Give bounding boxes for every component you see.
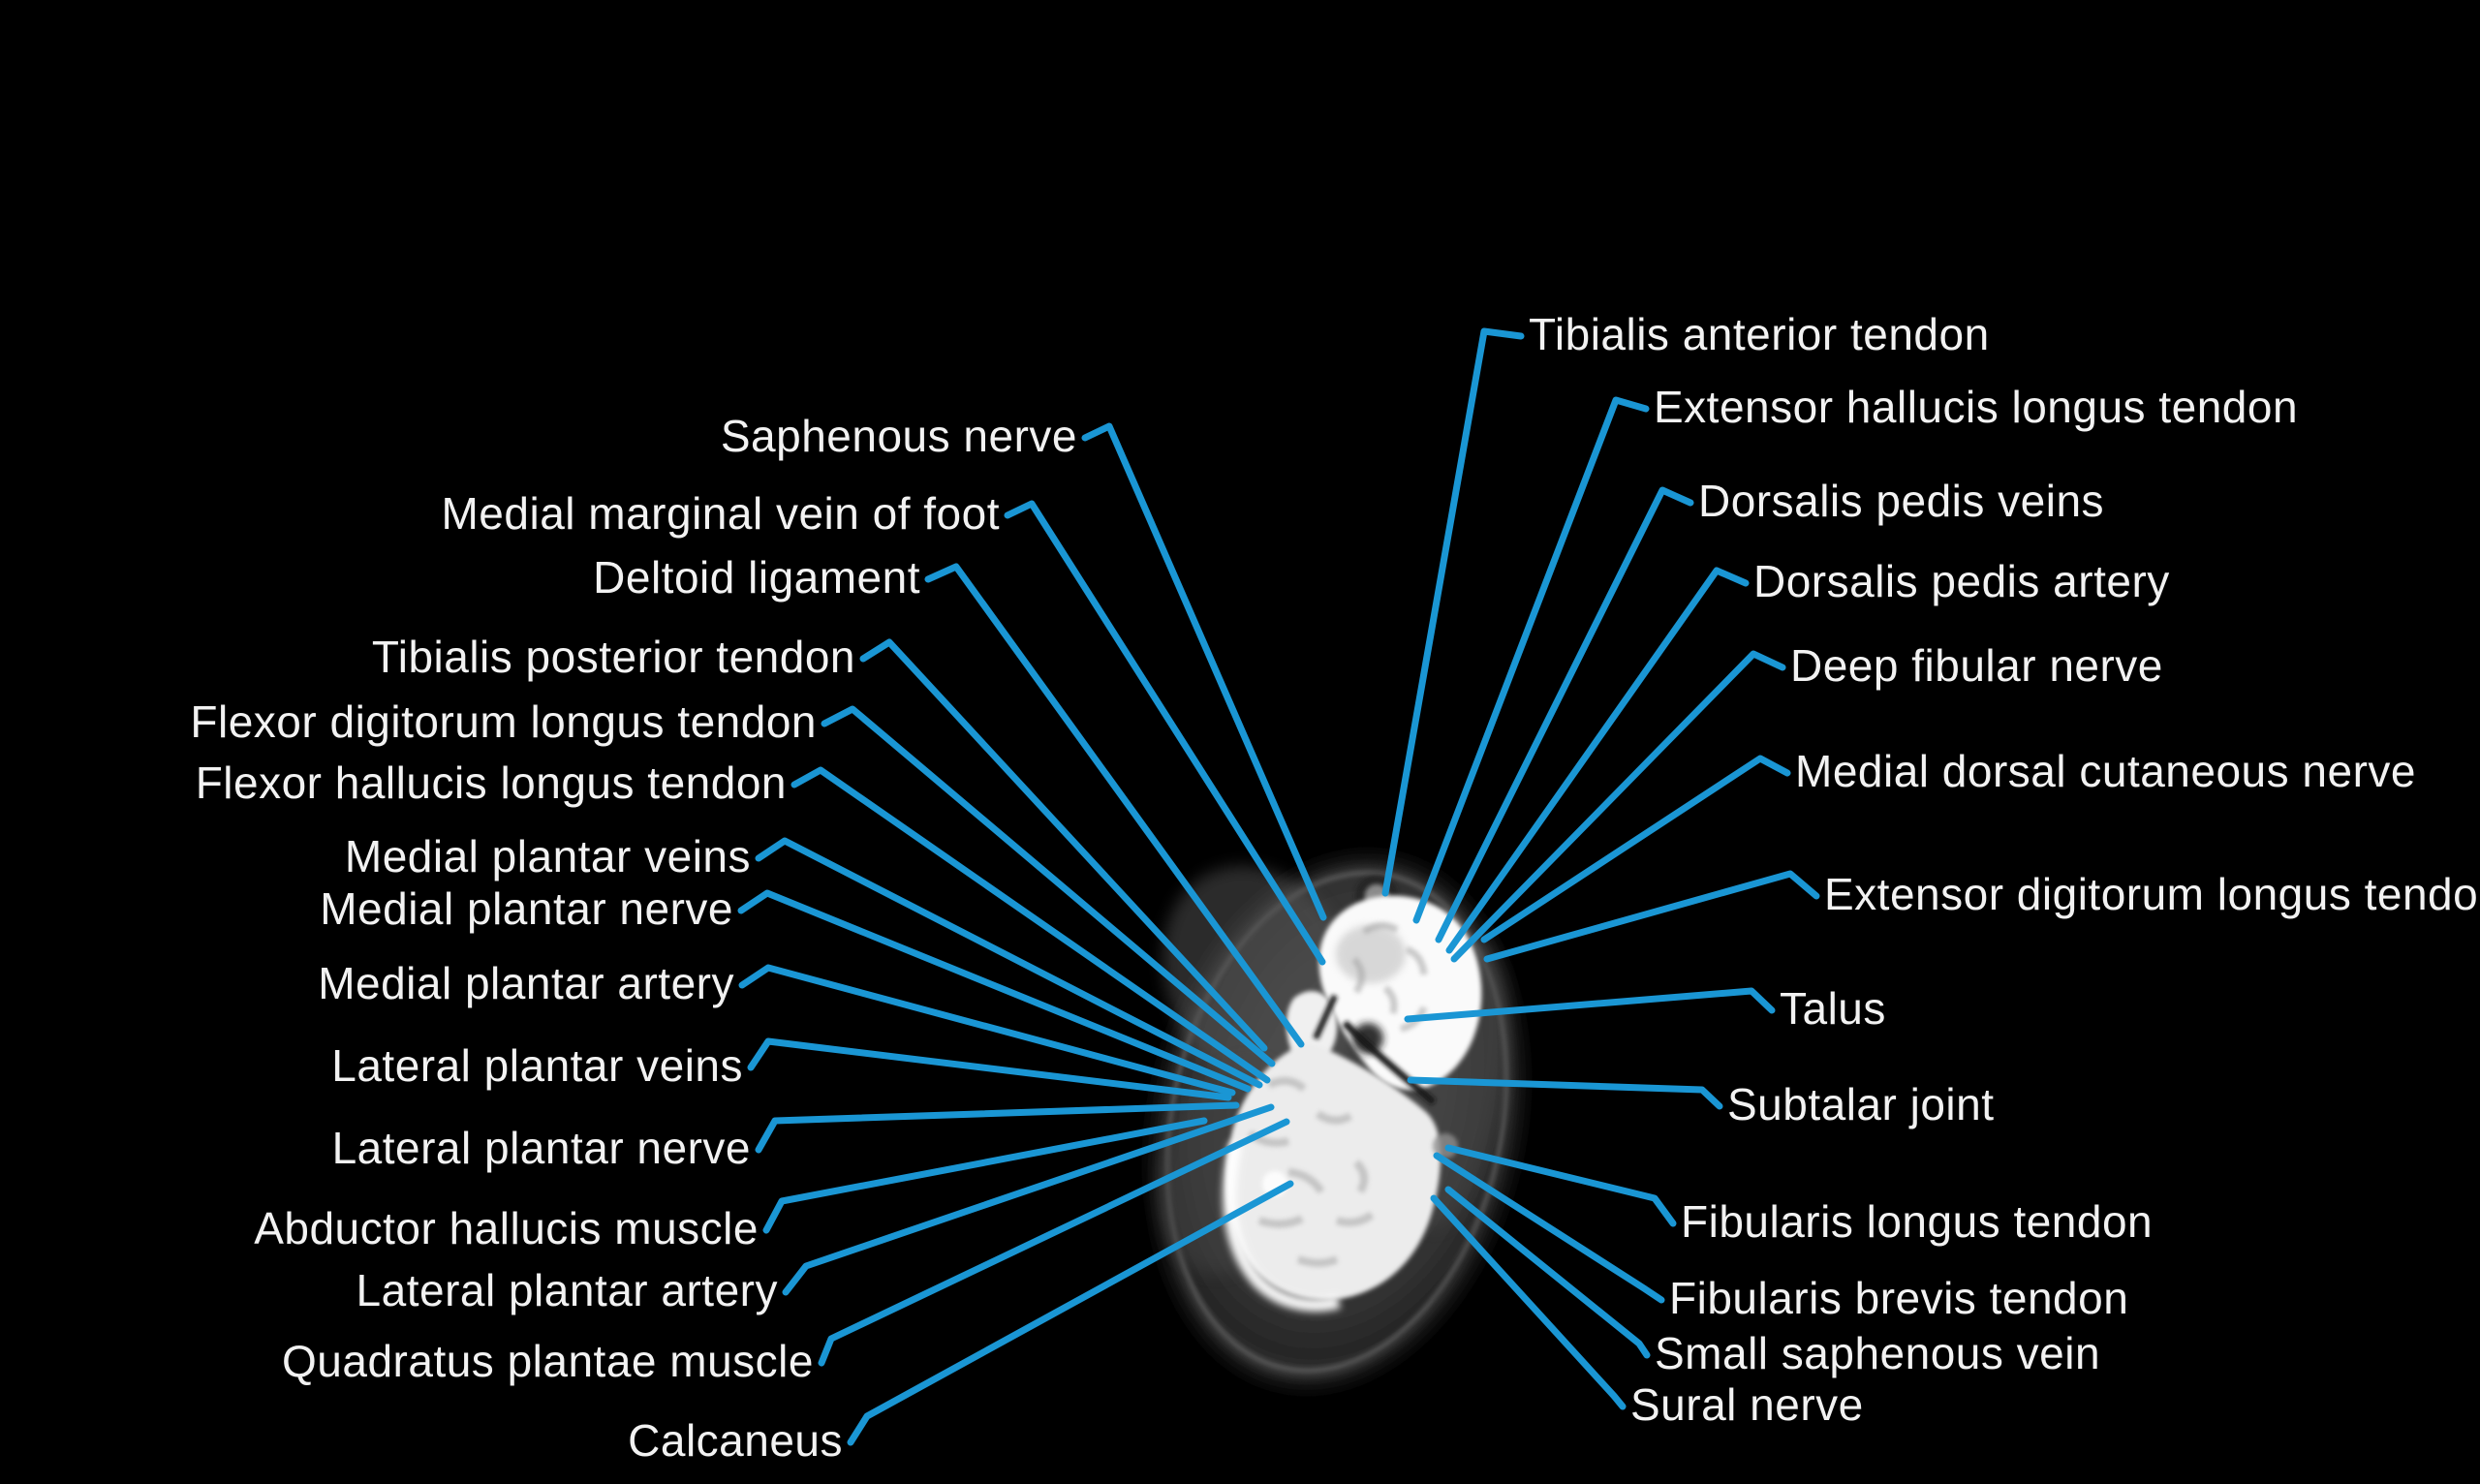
leader-line <box>1081 422 1327 921</box>
anatomy-annotation: Calcaneus <box>626 1180 1294 1469</box>
anatomy-label: Saphenous nerve <box>721 411 1077 461</box>
leader-line <box>1444 1186 1651 1359</box>
anatomy-annotation: Talus <box>1404 981 1888 1036</box>
anatomy-label: Medial plantar veins <box>345 831 751 881</box>
ct-calcaneus-mottling <box>1247 1076 1375 1267</box>
leader-line <box>924 563 1305 1048</box>
anatomy-label: Talus <box>1780 983 1886 1034</box>
leader-line <box>1381 327 1525 897</box>
anatomy-label: Medial plantar nerve <box>320 883 733 934</box>
anatomy-annotation: Lateral plantar nerve <box>329 1101 1240 1176</box>
anatomy-label: Lateral plantar artery <box>356 1265 778 1315</box>
leader-line <box>821 705 1276 1067</box>
anatomy-annotation: Extensor hallucis longus tendon <box>1412 380 2300 924</box>
leader-line <box>1430 1194 1627 1410</box>
anatomy-annotation: Saphenous nerve <box>718 409 1327 921</box>
leader-line <box>1444 1144 1677 1227</box>
anatomy-annotation: Lateral plantar artery <box>354 1103 1275 1318</box>
anatomy-annotation: Medial marginal vein of foot <box>439 486 1326 966</box>
anatomy-annotation: Flexor digitorum longus tendon <box>188 695 1276 1067</box>
leader-line <box>1407 1076 1723 1110</box>
ct-talus-trabecular-shading <box>1336 925 1406 983</box>
anatomy-annotation: Tibialis posterior tendon <box>369 630 1268 1052</box>
anatomy-label: Extensor hallucis longus tendon <box>1654 382 2298 432</box>
anatomy-label: Quadratus plantae muscle <box>282 1336 814 1386</box>
anatomy-annotation: Deltoid ligament <box>591 550 1305 1048</box>
anatomy-annotation: Sural nerve <box>1430 1194 1866 1433</box>
leader-line <box>762 1117 1208 1234</box>
anatomy-annotation: Subtalar joint <box>1407 1076 1997 1132</box>
leader-line <box>1433 1152 1665 1304</box>
leader-line <box>1483 870 1820 963</box>
anatomy-label: Medial marginal vein of foot <box>441 488 1000 539</box>
anatomy-annotation: Fibularis brevis tendon <box>1433 1152 2130 1326</box>
leader-line <box>755 1101 1240 1154</box>
anatomy-annotation: Medial plantar veins <box>342 829 1263 1089</box>
anatomy-label: Dorsalis pedis veins <box>1698 476 2104 526</box>
anatomy-label: Flexor digitorum longus tendon <box>190 696 817 747</box>
anatomy-label: Small saphenous vein <box>1655 1328 2100 1378</box>
anatomy-annotation: Flexor hallucis longus tendon <box>193 756 1271 1084</box>
leader-line <box>755 837 1263 1089</box>
anatomy-annotation: Dorsalis pedis veins <box>1435 474 2106 943</box>
ct-calcaneus <box>1226 1042 1442 1300</box>
ct-fibularis-tendons-dot <box>1433 1133 1458 1159</box>
anatomy-annotation: Dorsalis pedis artery <box>1445 554 2172 954</box>
anatomy-label: Subtalar joint <box>1727 1079 1995 1129</box>
anatomy-label: Medial plantar artery <box>318 958 734 1008</box>
anatomy-label: Calcaneus <box>628 1415 843 1466</box>
anatomy-label: Abductor hallucis muscle <box>254 1203 759 1253</box>
ct-talus-mottling <box>1351 922 1428 1033</box>
leader-line <box>747 1037 1232 1101</box>
ct-medial-cleft <box>1313 994 1338 1040</box>
leader-line <box>738 964 1236 1097</box>
anatomy-annotation: Lateral plantar veins <box>329 1037 1232 1101</box>
anatomy-annotation: Medial dorsal cutaneous nerve <box>1480 744 2418 943</box>
anatomy-label: Lateral plantar nerve <box>332 1123 751 1173</box>
anatomy-label: Dorsalis pedis artery <box>1753 556 2170 606</box>
anatomy-annotation: Abductor hallucis muscle <box>252 1117 1208 1256</box>
anatomy-label: Medial dorsal cutaneous nerve <box>1795 746 2416 796</box>
leader-line <box>1435 486 1694 943</box>
anatomy-annotation: Medial plantar nerve <box>318 881 1252 1093</box>
anatomy-label: Flexor hallucis longus tendon <box>196 757 787 808</box>
ct-subtalar-joint-space <box>1342 1020 1437 1105</box>
anatomy-annotation: Quadratus plantae muscle <box>280 1118 1290 1389</box>
anatomy-label: Tibialis posterior tendon <box>372 632 855 682</box>
anatomy-label: Deep fibular nerve <box>1790 640 2163 691</box>
leader-line <box>1480 755 1791 943</box>
leader-line <box>1404 987 1776 1023</box>
anatomy-label: Sural nerve <box>1630 1379 1864 1430</box>
leader-line <box>1450 650 1786 963</box>
leader-line <box>847 1180 1294 1446</box>
anatomy-annotation: Deep fibular nerve <box>1450 638 2165 963</box>
leader-line <box>859 638 1268 1052</box>
anatomy-label: Fibularis brevis tendon <box>1669 1273 2128 1323</box>
leader-line <box>790 766 1271 1084</box>
leader-line <box>1445 567 1750 954</box>
anatomy-label: Lateral plantar veins <box>331 1040 743 1091</box>
leader-line <box>1004 500 1326 966</box>
anatomy-label: Deltoid ligament <box>593 552 920 603</box>
ct-calcaneus-cortical-rim <box>1223 1141 1341 1313</box>
leader-line <box>737 889 1252 1093</box>
ct-sinus-tarsi <box>1352 1023 1383 1054</box>
anatomy-annotation: Small saphenous vein <box>1444 1186 2102 1381</box>
leader-line <box>1412 396 1650 924</box>
anatomy-label: Extensor digitorum longus tendon <box>1824 869 2480 919</box>
leader-line <box>782 1103 1275 1296</box>
anatomy-annotation: Tibialis anterior tendon <box>1381 307 1992 897</box>
anatomy-label: Fibularis longus tendon <box>1681 1196 2153 1247</box>
leader-line <box>818 1118 1290 1367</box>
anatomy-annotation: Medial plantar artery <box>316 956 1236 1097</box>
anatomy-label: Tibialis anterior tendon <box>1529 309 1990 359</box>
anatomy-annotation: Fibularis longus tendon <box>1444 1144 2154 1250</box>
anatomy-annotation: Extensor digitorum longus tendon <box>1483 867 2480 963</box>
